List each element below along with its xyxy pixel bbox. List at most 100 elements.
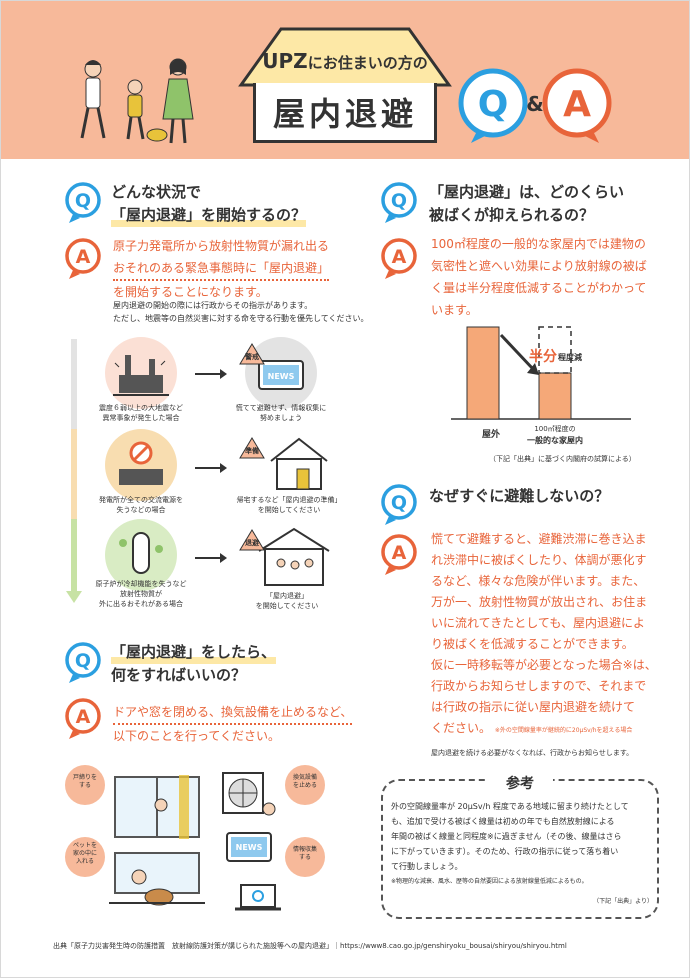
reference-line: も、追加で受ける被ばく線量は初めの年でも自然放射線による bbox=[391, 817, 615, 826]
upz-label: UPZ bbox=[262, 49, 308, 73]
step3-left-cap2: 放射性物質が bbox=[120, 590, 162, 598]
a-bubble-icon: A bbox=[381, 238, 417, 279]
q3-line: いに流れてきたとしても、屋内退避によ bbox=[431, 616, 645, 630]
tag-gather-info: 情報収集する bbox=[285, 837, 325, 877]
q2-line2: 被ばくが抑えられるの？ bbox=[429, 206, 595, 224]
timeline-arrowhead bbox=[66, 591, 82, 603]
tv-news-icon: NEWS bbox=[258, 360, 304, 390]
reduction-arrowhead bbox=[527, 363, 539, 375]
q3-line: 仮に一時移転等が必要となった場合※は、 bbox=[431, 658, 657, 672]
q4-line1: 「屋内退避」をしたら、 bbox=[111, 641, 277, 664]
q3-answer: 慌てて避難すると、避難渋滞に巻き込ま れ渋滞中に被ばくしたり、体調が悪化す るな… bbox=[431, 529, 657, 741]
step3-left-caption: 原子炉が冷却機能を失うなど放射性物質が外に出るおそれがある場合 bbox=[83, 579, 199, 609]
tag-pets-inside: ペットを家の中に入れる bbox=[65, 837, 105, 877]
a-bubble-icon: A bbox=[65, 238, 101, 279]
q3-line: り被ばくを低減することができます。 bbox=[431, 637, 634, 651]
q1-line1: どんな状況で bbox=[111, 183, 202, 201]
q2-answer-line4: います。 bbox=[431, 303, 478, 317]
ventilation-fan-icon bbox=[222, 772, 276, 816]
step3-left-cap3: 外に出るおそれがある場合 bbox=[99, 600, 183, 608]
bar-indoor bbox=[538, 372, 572, 420]
q4-answer: ドアや窓を閉める、換気設備を止めるなど、 以下のことを行ってください。 bbox=[113, 701, 353, 747]
window-pet-illustration bbox=[109, 775, 205, 906]
svg-text:A: A bbox=[76, 246, 91, 268]
step2-right-cap2: を開始してください bbox=[257, 506, 321, 514]
q2-answer-line1: 100㎡程度の一般的な家屋内では建物の bbox=[431, 237, 646, 251]
tag-vent-l2: を止める bbox=[292, 782, 317, 789]
reference-note: ※物理的な減衰、風水、歴等の自然要因による放射線量低減によるもの。 bbox=[391, 878, 588, 885]
reference-line: に下がっていきます）。そのため、行政の指示に従って落ち着い bbox=[391, 847, 619, 856]
bar-indoor-reference bbox=[538, 326, 572, 374]
step1-tag: 警戒 bbox=[245, 353, 259, 361]
step1-arrow bbox=[195, 369, 227, 379]
q2-question: 「屋内退避」は、どのくらい 被ばくが抑えられるの？ bbox=[429, 181, 624, 227]
reduction-arrow-line bbox=[499, 333, 535, 371]
svg-text:Q: Q bbox=[391, 492, 407, 514]
step3-right-caption: 「屋内退避」を開始してください bbox=[237, 591, 337, 611]
tag-lock-doors-l2: する bbox=[78, 782, 91, 789]
q3-line: 行政からお知らせしますので、それまで bbox=[431, 679, 647, 693]
bar-outdoor bbox=[466, 326, 500, 420]
q1-note2: ただし、地震等の自然災害に対する命を守る行動を優先してください。 bbox=[113, 314, 369, 323]
reference-text: 外の空間線量率が 20μSv/h 程度である地域に留まり続けたとして も、追加で… bbox=[391, 799, 653, 909]
step1-right-cap1: 慌てて避難せず、情報収集に bbox=[235, 404, 327, 412]
label-indoor-line1: 100㎡程度の bbox=[534, 424, 575, 433]
chart-source: （下記「出典」に基づく内閣府の試算による） bbox=[489, 455, 636, 463]
annotation-half: 半分 bbox=[529, 348, 557, 365]
tag-pets-l1: ペットを bbox=[72, 842, 97, 849]
step1-right-cap2: 努めましょう bbox=[260, 414, 302, 422]
tag-vent-l1: 換気設備 bbox=[292, 774, 317, 781]
q-bubble-icon: Q bbox=[381, 182, 417, 223]
a-bubble-icon: A bbox=[381, 534, 417, 575]
step1-left-cap1: 震度６弱以上の大地震など bbox=[99, 404, 183, 412]
qa-q-letter: Q bbox=[478, 84, 509, 125]
annotation-reduction: 程度減 bbox=[558, 352, 582, 362]
tag-lock-doors-l1: 戸締りを bbox=[72, 774, 97, 781]
warning-triangle-icon bbox=[239, 437, 265, 459]
house-body-frame bbox=[253, 83, 437, 143]
svg-text:A: A bbox=[392, 542, 407, 564]
timeline-bar-2 bbox=[71, 429, 77, 519]
q3-line: 万が一、放射性物質が放出され、お住ま bbox=[431, 595, 648, 609]
reduction-bar-chart: 半分 程度減 屋外 100㎡程度の 一般的な家屋内 bbox=[451, 326, 631, 445]
q1-question: どんな状況で 「屋内退避」を開始するの？ bbox=[111, 181, 307, 227]
tag-pets-l3: 入れる bbox=[75, 858, 94, 865]
factory-icon bbox=[113, 355, 169, 396]
qa-badge: Q & A bbox=[458, 68, 612, 143]
q-bubble-icon: Q bbox=[65, 642, 101, 683]
label-outdoor: 屋外 bbox=[482, 428, 500, 440]
q4-answer-line2: 以下のことを行ってください。 bbox=[113, 729, 281, 743]
family-walking-illustration bbox=[80, 58, 194, 144]
step1-action-scene: NEWS bbox=[245, 337, 317, 409]
q4-question: 「屋内退避」をしたら、 何をすればいいの？ bbox=[111, 641, 277, 687]
step2-tag: 準備 bbox=[245, 447, 259, 455]
svg-text:A: A bbox=[76, 706, 91, 728]
q4-line2: 何をすればいいの？ bbox=[111, 666, 247, 684]
q3-question: なぜすぐに避難しないの？ bbox=[429, 487, 610, 505]
svg-text:A: A bbox=[392, 246, 407, 268]
step1-scene bbox=[105, 337, 177, 409]
reference-title: 参考 bbox=[487, 773, 553, 793]
step1-left-cap2: 異常事象が発生した場合 bbox=[102, 414, 180, 422]
tag-info-l2: する bbox=[298, 854, 311, 861]
q4-answer-line1: ドアや窓を閉める、換気設備を止めるなど、 bbox=[113, 701, 353, 725]
q1-answer: 原子力発電所から放射性物質が漏れ出る おそれのある緊急事態時に「屋内退避」 を開… bbox=[113, 235, 330, 303]
q1-notes: 屋内退避の開始の際には行政からその指示があります。 ただし、地震等の自然災害に対… bbox=[113, 299, 369, 325]
header-subtitle: UPZにお住まいの方の bbox=[237, 49, 453, 73]
q3-line: は行政の指示に従い屋内退避を続けて bbox=[431, 700, 636, 714]
svg-text:Q: Q bbox=[75, 650, 91, 672]
reactor-icon bbox=[119, 532, 163, 574]
reference-line: て行動しましょう。 bbox=[391, 862, 463, 871]
q3-last-text: ください。 bbox=[431, 721, 492, 735]
footer-source: 出典「原子力災害発生時の防護措置 放射線防護対策が講じられた施設等への屋内退避」… bbox=[53, 942, 567, 950]
q2-answer-line3: く量は半分程度低減することがわかって bbox=[431, 281, 647, 295]
step1-right-caption: 慌てて避難せず、情報収集に努めましょう bbox=[227, 403, 335, 423]
q1-note1: 屋内退避の開始の際には行政からその指示があります。 bbox=[113, 301, 313, 310]
q3-footnote: ※外の空間線量率が継続的に20μSv/hを超える場合 bbox=[494, 727, 633, 734]
step2-right-caption: 帰宅するなど「屋内退避の準備」を開始してください bbox=[227, 495, 351, 515]
step3-right-cap1: 「屋内退避」 bbox=[266, 592, 308, 600]
step3-arrow bbox=[195, 553, 227, 563]
upz-suffix: にお住まいの方の bbox=[307, 54, 428, 72]
warning-triangle-icon bbox=[239, 529, 265, 551]
